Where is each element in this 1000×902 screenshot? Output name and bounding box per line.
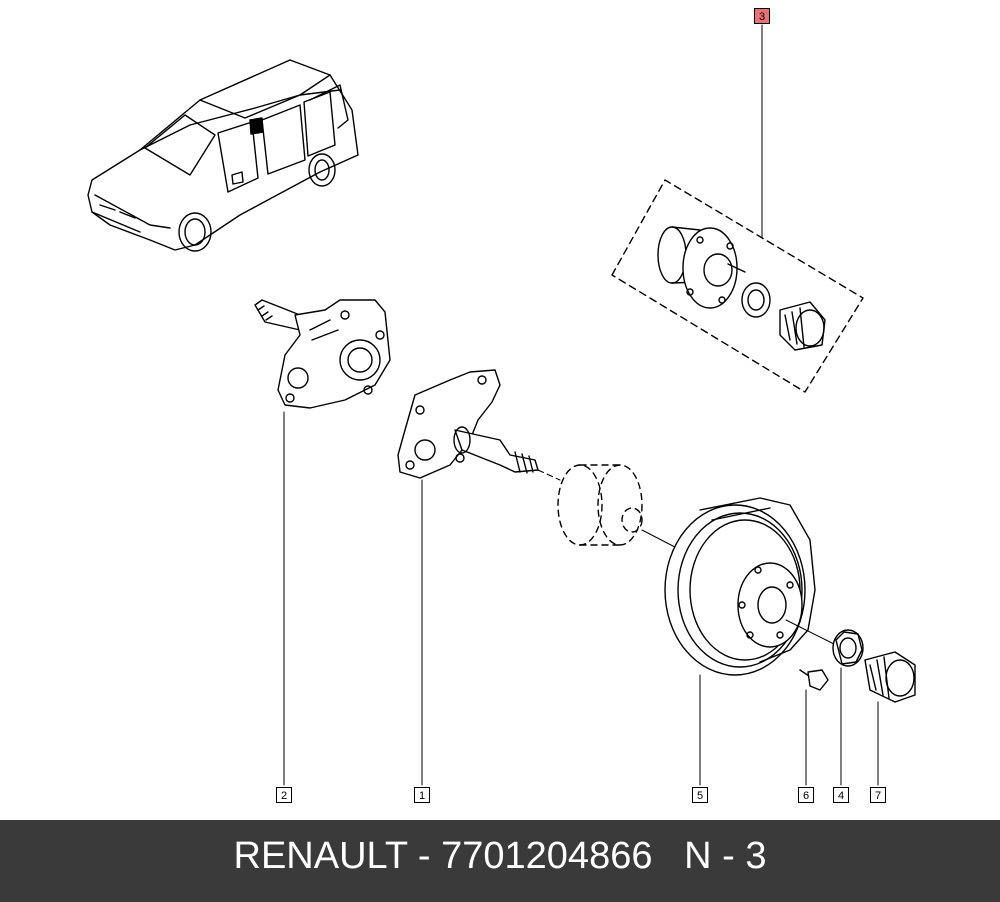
part-number-caption: RENAULT - 7701204866 N - 3 <box>233 835 767 877</box>
callout-3[interactable]: 3 <box>754 8 770 24</box>
part-3-hub-kit <box>611 179 864 393</box>
dashed-bearing-outline <box>557 464 643 546</box>
part-6-bolt <box>799 669 829 691</box>
part-7-dust-cap <box>864 651 916 703</box>
callout-6[interactable]: 6 <box>798 787 814 803</box>
callout-7[interactable]: 7 <box>870 787 886 803</box>
parts-diagram <box>87 24 916 786</box>
callout-5[interactable]: 5 <box>692 787 708 803</box>
callout-1[interactable]: 1 <box>414 787 430 803</box>
part-5-brake-drum <box>664 497 816 676</box>
part-1-stub-axle-right <box>397 369 539 479</box>
footer-bar: RENAULT - 7701204866 N - 3 <box>0 820 1000 902</box>
part-2-stub-axle-left <box>254 299 391 409</box>
car-illustration <box>87 59 359 252</box>
callout-2[interactable]: 2 <box>276 787 292 803</box>
callout-4[interactable]: 4 <box>833 787 849 803</box>
part-4-nut <box>832 629 864 667</box>
